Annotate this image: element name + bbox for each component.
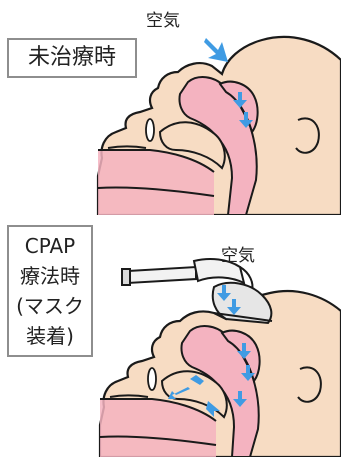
- cpap-panel: 空気 CPAP 療法時 (マスク 装着): [0, 215, 341, 457]
- tooth: [148, 368, 156, 390]
- tooth: [146, 119, 154, 141]
- air-label: 空気: [146, 6, 180, 31]
- untreated-panel: 空気 未治療時: [0, 0, 341, 215]
- untreated-head-illustration: [0, 0, 341, 215]
- cpap-label-line: (マスク: [9, 291, 91, 321]
- cpap-label-line: 療法時: [9, 261, 91, 291]
- untreated-label: 未治療時: [7, 38, 137, 78]
- cpap-label-line: 装着): [9, 321, 91, 351]
- cpap-label-line: CPAP: [9, 231, 91, 261]
- arrow-icon: [204, 38, 228, 62]
- cpap-label: CPAP 療法時 (マスク 装着): [7, 225, 93, 357]
- cpap-mask-icon: [213, 283, 272, 323]
- air-label: 空気: [221, 241, 255, 266]
